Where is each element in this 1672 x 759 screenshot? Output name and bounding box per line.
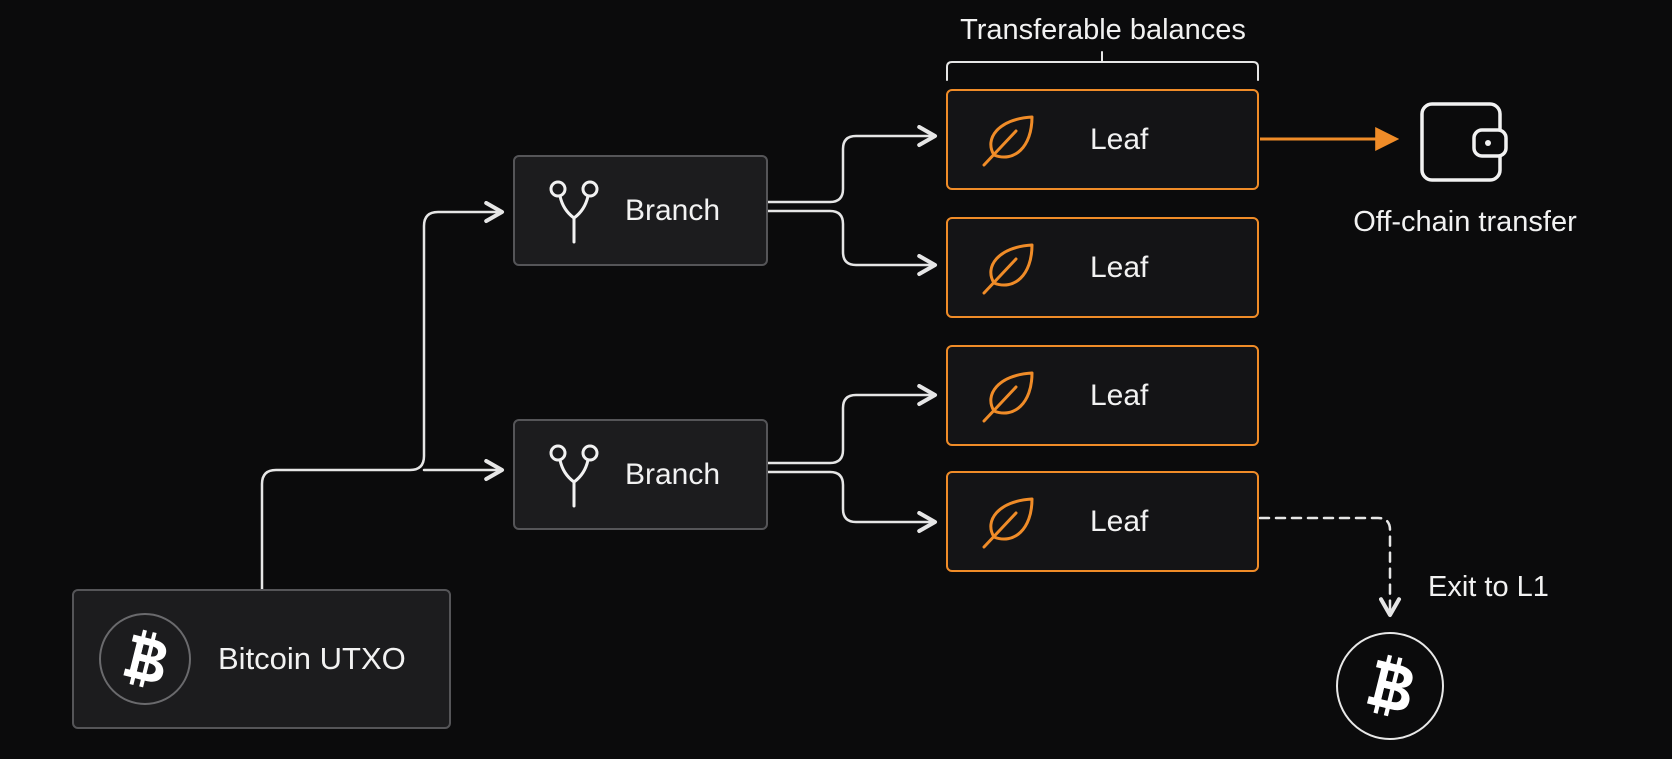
exit-to-l1-label: Exit to L1 [1428, 571, 1549, 603]
leaf-node-4[interactable]: Leaf [946, 471, 1259, 572]
leaf-node-2[interactable]: Leaf [946, 217, 1259, 318]
bitcoin-utxo-node[interactable]: Bitcoin UTXO [72, 589, 451, 729]
leaf-icon [982, 243, 1034, 294]
bitcoin-utxo-label: Bitcoin UTXO [218, 641, 406, 676]
connector-exit-dashed [1258, 516, 1402, 618]
leaf-icon [982, 115, 1034, 166]
connector-branch2-to-leaf4 [766, 470, 938, 534]
branch-node-1[interactable]: Branch [513, 155, 768, 266]
leaf-icon [982, 371, 1034, 422]
transferable-bracket [946, 51, 1259, 81]
connector-branch1-to-leaf2 [766, 209, 938, 277]
offchain-transfer-label: Off-chain transfer [1353, 206, 1577, 238]
connector-root-trunk [260, 200, 505, 591]
branch-node-2[interactable]: Branch [513, 419, 768, 530]
branch-fork-icon [549, 444, 599, 507]
connector-branch1-to-leaf1 [766, 124, 938, 204]
leaf-icon [982, 497, 1034, 548]
connector-branch2-to-leaf3 [766, 383, 938, 465]
branch-label: Branch [625, 193, 721, 227]
bitcoin-icon [1366, 654, 1413, 717]
leaf-label: Leaf [1090, 122, 1149, 156]
branch-fork-icon [549, 180, 599, 243]
leaf-node-1[interactable]: Leaf [946, 89, 1259, 190]
leaf-label: Leaf [1090, 504, 1149, 538]
leaf-label: Leaf [1090, 250, 1149, 284]
l1-bitcoin-coin [1336, 632, 1444, 740]
bitcoin-coin [99, 613, 191, 705]
bitcoin-icon [123, 629, 167, 688]
wallet-icon [1420, 102, 1508, 182]
leaf-node-3[interactable]: Leaf [946, 345, 1259, 446]
leaf-label: Leaf [1090, 378, 1149, 412]
branch-label: Branch [625, 457, 721, 491]
transferable-balances-label: Transferable balances [960, 14, 1246, 46]
